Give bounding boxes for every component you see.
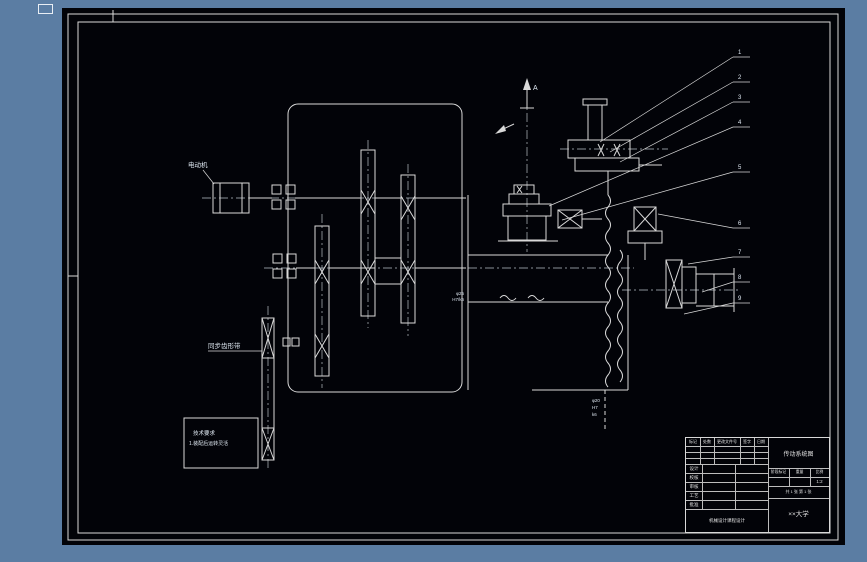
tb-gridline [810, 468, 811, 486]
fit-annotation: k6 [592, 412, 597, 417]
tb-scale-value: 1:2 [816, 479, 823, 484]
tb-gridline [686, 509, 768, 510]
tb-header-date: 日期 [757, 439, 765, 444]
label-leader-lines [202, 169, 262, 352]
belt-label: 同步齿形带 [208, 342, 241, 350]
bearing-block [272, 253, 466, 347]
tb-gridline [686, 458, 768, 459]
tb-gridline [686, 491, 768, 492]
drawing-sheet: 电动机 同步齿形带 A 技术要求 1.装配后运转灵活 φ25 H7/k6 φ20… [62, 8, 845, 545]
fit-annotation: φ20 [592, 398, 600, 403]
tb-gridline [768, 498, 829, 499]
screen-artifact-mark [38, 4, 53, 14]
clutch-assembly [498, 184, 602, 242]
balloon-number: 7 [738, 250, 742, 256]
belt-drive [261, 317, 275, 461]
tb-header-docno: 更改文件号 [717, 439, 737, 444]
gearbox-housing [287, 103, 463, 393]
tb-gridline [686, 446, 768, 447]
view-direction-arrow [520, 78, 534, 109]
tb-gridline [768, 477, 829, 478]
tub-assembly [467, 194, 629, 391]
tb-gridline [754, 438, 755, 464]
tb-drawing-name: 传动系统图 [783, 451, 814, 458]
note-line-2: 1.装配后运转灵活 [189, 440, 228, 447]
balloon-number: 1 [738, 50, 742, 56]
balloon-number: 2 [738, 75, 742, 81]
balloon-number: 4 [738, 120, 742, 126]
tb-header-mark: 标记 [689, 439, 697, 444]
tb-gridline [740, 438, 741, 464]
balloon-number: 6 [738, 221, 742, 227]
tb-header-sign: 签字 [743, 439, 751, 444]
balloon-number: 8 [738, 275, 742, 281]
balloon-number: 3 [738, 95, 742, 101]
tb-org: ××大学 [788, 511, 809, 519]
tb-role-approve: 批准 [689, 501, 699, 507]
tb-gridline [686, 500, 768, 501]
view-label: A [533, 85, 538, 92]
flow-arrow [495, 123, 515, 134]
top-right-assembly [567, 98, 662, 195]
tb-gridline [735, 464, 736, 509]
tb-scale-label: 比例 [815, 470, 824, 474]
shaft-3 [360, 149, 376, 317]
tb-stage-label: 阶段标记 [770, 470, 787, 474]
fit-annotation: H7/k6 [452, 297, 464, 302]
tb-role-design: 设计 [689, 465, 699, 471]
tb-gridline [768, 438, 769, 532]
tb-weight-label: 重量 [795, 470, 804, 474]
drawing-canvas: 电动机 同步齿形带 A 技术要求 1.装配后运转灵活 φ25 H7/k6 φ20… [67, 10, 839, 541]
shaft-2 [314, 225, 330, 377]
title-block: 标记 处数 更改文件号 签字 日期 设计 校核 审核 工艺 批准 传动系统图 阶… [685, 437, 830, 533]
balloon-number: 9 [738, 296, 742, 302]
tb-role-process: 工艺 [689, 492, 699, 498]
tb-gridline [700, 438, 701, 464]
fit-annotation: H7 [592, 405, 598, 410]
tb-sheet-info: 共 1 张 第 1 张 [785, 489, 812, 494]
tb-gridline [789, 468, 790, 486]
centerlines [202, 96, 740, 470]
tb-gridline [686, 482, 768, 483]
fit-annotation: φ25 [456, 291, 464, 296]
tb-gridline [768, 486, 829, 487]
gear-mesh [374, 257, 402, 285]
coupling [271, 184, 466, 210]
notes-box [183, 417, 259, 469]
tb-role-check: 校核 [689, 474, 699, 480]
tb-gridline [702, 464, 703, 509]
note-line-1: 技术要求 [193, 429, 216, 437]
tb-gridline [686, 464, 768, 465]
motor [212, 182, 272, 214]
shaft-4 [400, 174, 416, 324]
motor-label: 电动机 [188, 160, 208, 169]
tb-gridline [686, 452, 768, 453]
tb-header-count: 处数 [703, 439, 711, 444]
tb-gridline [686, 473, 768, 474]
tb-gridline [768, 468, 829, 469]
output-shaft-assembly [627, 206, 735, 312]
tb-role-review: 审核 [689, 483, 699, 489]
part-leader-lines [548, 56, 750, 315]
tb-course: 机械设计课程设计 [709, 517, 745, 523]
tb-gridline [714, 438, 715, 464]
balloon-number: 5 [738, 165, 742, 171]
border-frame [67, 10, 839, 541]
